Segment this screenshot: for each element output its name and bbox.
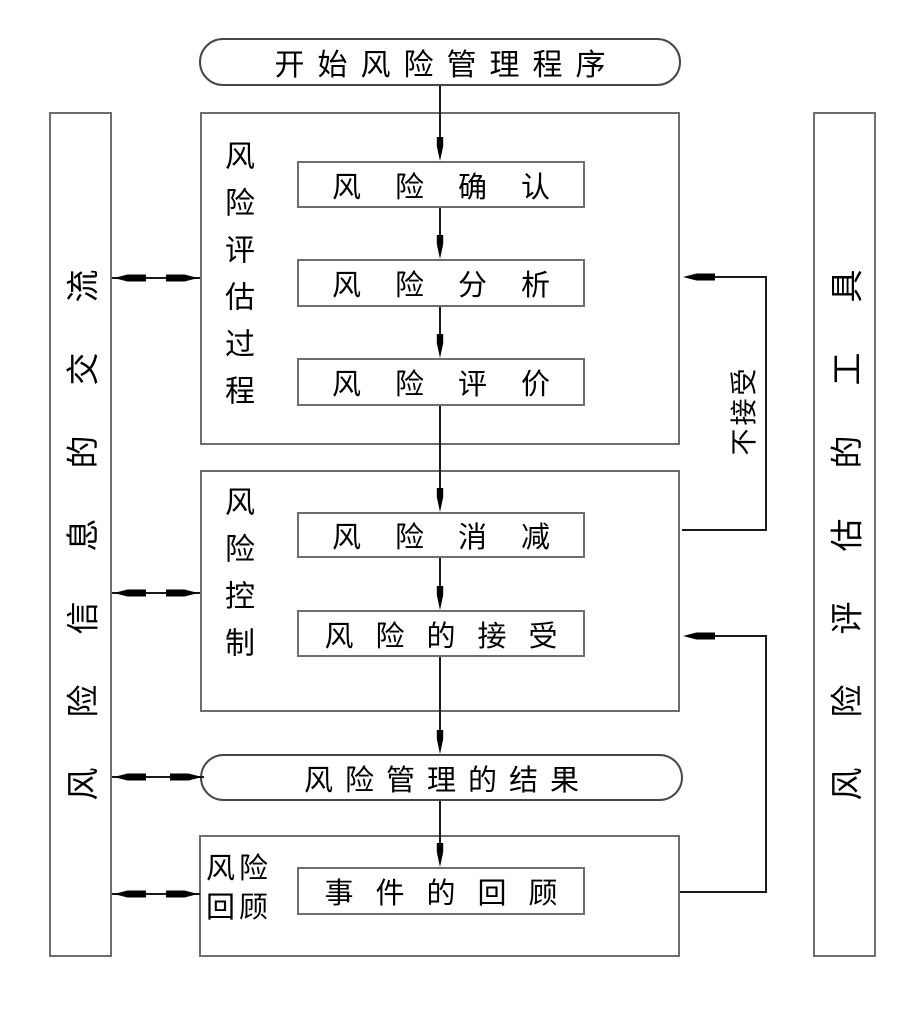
feedback-line-1	[712, 276, 767, 278]
feedback-line-1	[682, 529, 767, 531]
bidirectional-arrow-control	[112, 587, 200, 599]
flow-line	[439, 208, 441, 243]
bidirectional-arrowhead-right	[166, 890, 198, 898]
bidirectional-arrowhead-right	[166, 589, 198, 597]
bidirectional-arrow-line	[112, 776, 204, 778]
review-group-label: 风险回顾	[206, 853, 273, 924]
start-terminator: 开始风险管理程序	[199, 38, 681, 86]
flow-arrowhead	[436, 488, 444, 512]
step-risk-evaluation: 风险评价	[297, 358, 585, 406]
flow-arrowhead	[436, 235, 444, 259]
flow-arrowhead	[436, 334, 444, 358]
bidirectional-arrow-line	[112, 277, 200, 279]
bidirectional-arrow-line	[112, 592, 200, 594]
flow-arrowhead	[436, 730, 444, 754]
step-risk-mitigation-label: 风险消减	[332, 522, 585, 554]
flow-line	[439, 801, 441, 851]
bidirectional-arrowhead-left	[114, 274, 146, 282]
risk-tools-bar-label: 风险评估的工具	[828, 219, 866, 800]
step-risk-identification: 风险确认	[297, 161, 585, 208]
risk-communication-bar-label-wrap: 风险信息的交流	[49, 112, 112, 957]
control-group-label: 风险控制	[220, 486, 253, 674]
feedback-label-not-accepted: 不接受	[729, 365, 760, 455]
feedback-arrowhead-2	[683, 632, 715, 640]
risk-tools-bar-label-wrap: 风险评估的工具	[813, 112, 876, 957]
feedback-arrowhead-1	[683, 273, 715, 281]
flow-line	[439, 406, 441, 496]
step-event-review: 事件的回顾	[297, 867, 585, 915]
bidirectional-arrowhead-left	[114, 890, 146, 898]
flow-line	[439, 657, 441, 737]
result-terminator: 风险管理的结果	[200, 754, 683, 801]
flow-line	[439, 558, 441, 593]
start-terminator-label: 开始风险管理程序	[274, 49, 619, 82]
step-event-review-label: 事件的回顾	[324, 878, 580, 910]
bidirectional-arrow-assessment	[112, 272, 200, 284]
bidirectional-arrowhead-left	[114, 773, 146, 781]
feedback-line-1	[765, 276, 767, 531]
assessment-group-label-wrap: 风险评估过程	[206, 140, 266, 445]
flow-arrowhead	[436, 586, 444, 610]
result-terminator-label: 风险管理的结果	[303, 764, 591, 797]
feedback-line-2	[680, 891, 767, 893]
step-risk-analysis-label: 风险分析	[332, 270, 585, 302]
step-risk-mitigation: 风险消减	[297, 512, 585, 558]
bidirectional-arrow-result	[112, 771, 204, 783]
assessment-group-label: 风险评估过程	[220, 140, 253, 422]
feedback-line-2	[765, 635, 767, 893]
risk-tools-bar	[813, 112, 876, 957]
risk-communication-bar	[49, 112, 112, 957]
step-risk-analysis: 风险分析	[297, 259, 585, 307]
step-risk-acceptance-label: 风险的接受	[324, 620, 580, 653]
control-group-label-wrap: 风险控制	[206, 486, 266, 686]
bidirectional-arrowhead-right	[170, 773, 202, 781]
bidirectional-arrowhead-right	[166, 274, 198, 282]
flow-arrowhead	[436, 843, 444, 867]
feedback-line-2	[712, 635, 767, 637]
bidirectional-arrow-line	[112, 893, 200, 895]
flow-line	[439, 86, 441, 141]
step-risk-identification-label: 风险确认	[332, 171, 585, 204]
bidirectional-arrow-review	[112, 888, 200, 900]
step-risk-acceptance: 风险的接受	[297, 610, 585, 657]
flow-line	[439, 307, 441, 342]
flow-arrowhead	[436, 137, 444, 161]
bidirectional-arrowhead-left	[114, 589, 146, 597]
risk-communication-bar-label: 风险信息的交流	[64, 219, 102, 800]
step-risk-evaluation-label: 风险评价	[332, 369, 585, 401]
